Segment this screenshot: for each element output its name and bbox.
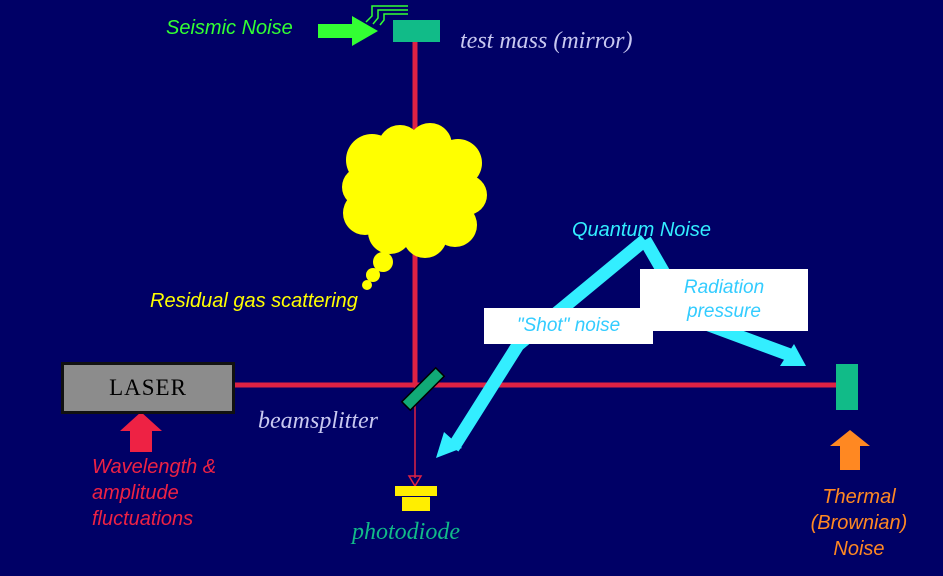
wavelength-label: Wavelength & amplitude fluctuations (92, 456, 217, 530)
thermal-noise-arrow (830, 430, 870, 470)
beamsplitter-label: beamsplitter (258, 408, 378, 434)
quantum-noise-label: Quantum Noise (572, 219, 711, 241)
radiation-pressure-box: Radiation pressure (640, 269, 808, 331)
residual-gas-label: Residual gas scattering (150, 290, 358, 312)
photodiode-top (395, 486, 437, 496)
radiation-pressure-arrowhead (780, 344, 806, 366)
shot-noise-arrowhead (436, 432, 462, 458)
radiation-pressure-label: Radiation pressure (683, 277, 765, 322)
seismic-noise-label: Seismic Noise (166, 17, 293, 39)
thermal-noise-label: Thermal (Brownian) Noise (810, 486, 908, 560)
test-mass-label: test mass (mirror) (460, 28, 633, 54)
photodiode-label: photodiode (352, 519, 460, 545)
photodiode-bottom (402, 497, 430, 511)
gas-cloud (342, 123, 487, 290)
shot-noise-arrow (447, 234, 650, 452)
beamsplitter-plate (400, 366, 446, 412)
laser-box: LASER (61, 362, 235, 414)
laser-label: LASER (109, 375, 187, 400)
seismic-arrow (318, 16, 378, 46)
laser-fluctuation-arrow (120, 412, 162, 452)
shot-noise-box: "Shot" noise (484, 308, 653, 344)
shot-noise-label: "Shot" noise (516, 315, 621, 337)
test-mass-mirror (393, 20, 440, 42)
end-mirror (836, 364, 858, 410)
photodiode-arrowhead (407, 475, 423, 488)
seismic-wave-lines (365, 5, 408, 26)
